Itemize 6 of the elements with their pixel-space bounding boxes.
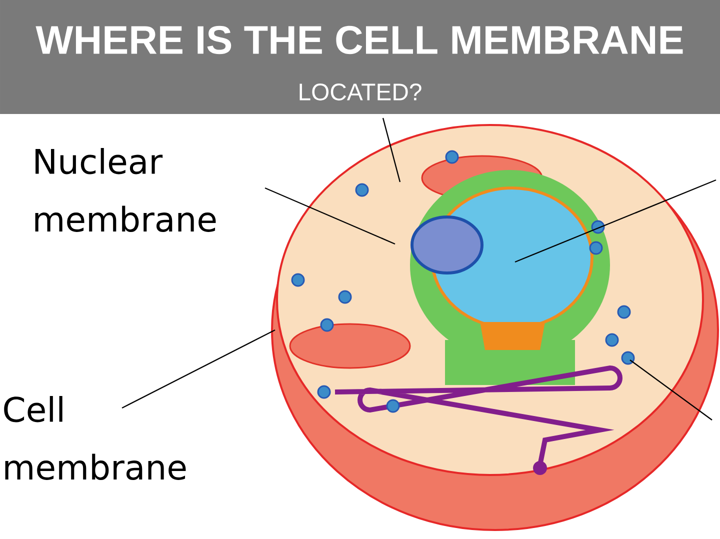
label-text: Cell membrane bbox=[4, 396, 186, 480]
subtitle: LOCATED? bbox=[300, 84, 422, 100]
title: WHERE IS THE CELL MEMBRANE bbox=[36, 26, 683, 54]
label-text: Nuclear membrane bbox=[35, 148, 216, 232]
leader-line bbox=[264, 187, 396, 245]
leader-line bbox=[122, 329, 276, 409]
